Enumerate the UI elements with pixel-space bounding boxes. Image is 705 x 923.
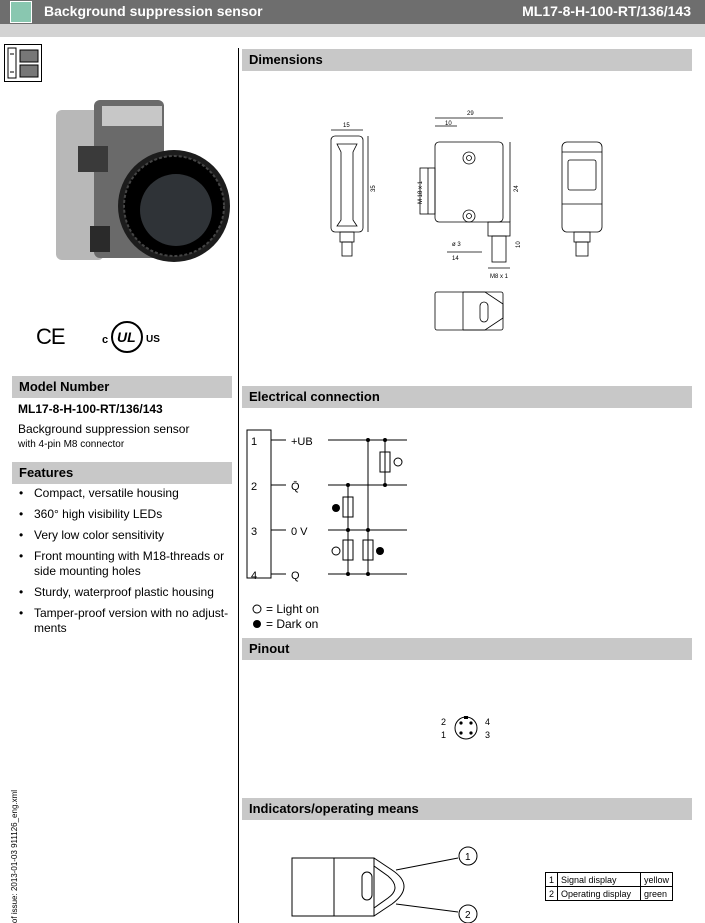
dim-e3: ø 3	[452, 242, 461, 248]
feature-item: Sturdy, waterproof plastic housing	[14, 585, 236, 600]
indicator-name: Signal display	[557, 872, 642, 887]
callout-1: 1	[465, 852, 471, 863]
bottom-view	[434, 291, 504, 331]
indicators-drawing: 1 2	[291, 846, 478, 923]
pin-label-4: 4	[485, 717, 490, 727]
issue-date-note: of issue: 2013-01-03 911126_eng.xml	[10, 789, 20, 923]
model-number-heading: Model Number	[12, 376, 232, 398]
pin-label: 0 V	[291, 526, 308, 538]
feature-item: Very low color sensitivity	[14, 528, 236, 543]
indicator-color: yellow	[640, 872, 674, 887]
dim-14: 14	[452, 256, 459, 262]
electrical-diagram: 1 2 3 4 +UB Q̄ 0 V Q	[246, 429, 407, 582]
column-divider	[238, 48, 239, 923]
pin-number: 2	[251, 481, 257, 493]
header-model: ML17-8-H-100-RT/136/143	[522, 3, 691, 19]
table-row: 2 Operating display green	[544, 886, 674, 901]
dark-on-symbol	[253, 620, 261, 628]
electrical-heading: Electrical connection	[242, 386, 692, 408]
indicator-number: 1	[544, 872, 559, 887]
dim-15: 15	[343, 123, 350, 129]
dimension-drawing: 15 35 29 10 M 18 x 1 24 ø 3 14 10 M8 x 1	[330, 111, 603, 331]
model-description: Background suppression sensor	[18, 422, 190, 436]
ul-c-text: c	[102, 334, 109, 346]
pin-label: Q̄	[291, 480, 300, 493]
side-view	[419, 117, 511, 269]
header-logo-box	[10, 1, 32, 23]
model-connector: with 4-pin M8 connector	[18, 439, 125, 450]
indicators-table: 1 Signal display yellow 2 Operating disp…	[544, 872, 674, 901]
legend-dark-on: = Dark on	[266, 617, 319, 631]
dim-29: 29	[467, 111, 474, 117]
dim-35: 35	[371, 185, 377, 192]
dim-10b: 10	[516, 241, 522, 248]
front-view	[330, 129, 369, 257]
ul-mark-text: UL	[117, 329, 136, 345]
feature-item: Front mounting with M18-threads or side …	[14, 549, 236, 579]
pinout-connector: 2 1 4 3	[441, 716, 490, 740]
features-list: Compact, versatile housing 360° high vis…	[14, 486, 236, 642]
ul-mark-icon	[111, 321, 143, 353]
features-heading: Features	[12, 462, 232, 484]
dim-24: 24	[514, 185, 520, 192]
pin-label: +UB	[291, 436, 313, 448]
table-row: 1 Signal display yellow	[544, 872, 674, 887]
dim-m18: M 18 x 1	[418, 180, 424, 204]
model-number: ML17-8-H-100-RT/136/143	[18, 402, 163, 416]
ul-us-text: US	[146, 334, 160, 345]
dim-m8: M8 x 1	[490, 274, 509, 280]
pin-number: 4	[251, 570, 257, 582]
indicator-color: green	[640, 886, 674, 901]
feature-item: 360° high visibility LEDs	[14, 507, 236, 522]
feature-item: Compact, versatile housing	[14, 486, 236, 501]
pin-label-1: 1	[441, 730, 446, 740]
pinout-heading: Pinout	[242, 638, 692, 660]
pin-number: 1	[251, 436, 257, 448]
rear-view	[561, 141, 603, 257]
callout-2: 2	[465, 910, 471, 921]
header-title: Background suppression sensor	[44, 3, 263, 19]
feature-item: Tamper-proof version with no adjust-ment…	[14, 606, 236, 636]
legend-light-on: = Light on	[266, 602, 320, 616]
sensor-type-icon	[4, 44, 42, 82]
pin-label-3: 3	[485, 730, 490, 740]
header-subbar	[0, 24, 705, 37]
pin-label: Q	[291, 570, 300, 582]
pin-label-2: 2	[441, 717, 446, 727]
indicator-name: Operating display	[557, 886, 642, 901]
pin-number: 3	[251, 526, 257, 538]
dimensions-heading: Dimensions	[242, 49, 692, 71]
indicators-heading: Indicators/operating means	[242, 798, 692, 820]
light-on-symbol	[252, 604, 262, 614]
product-photo	[56, 100, 230, 262]
dim-10: 10	[445, 121, 452, 127]
page-header: Background suppression sensor ML17-8-H-1…	[0, 0, 705, 24]
indicator-number: 2	[544, 886, 559, 901]
ce-mark: CE	[36, 324, 66, 349]
